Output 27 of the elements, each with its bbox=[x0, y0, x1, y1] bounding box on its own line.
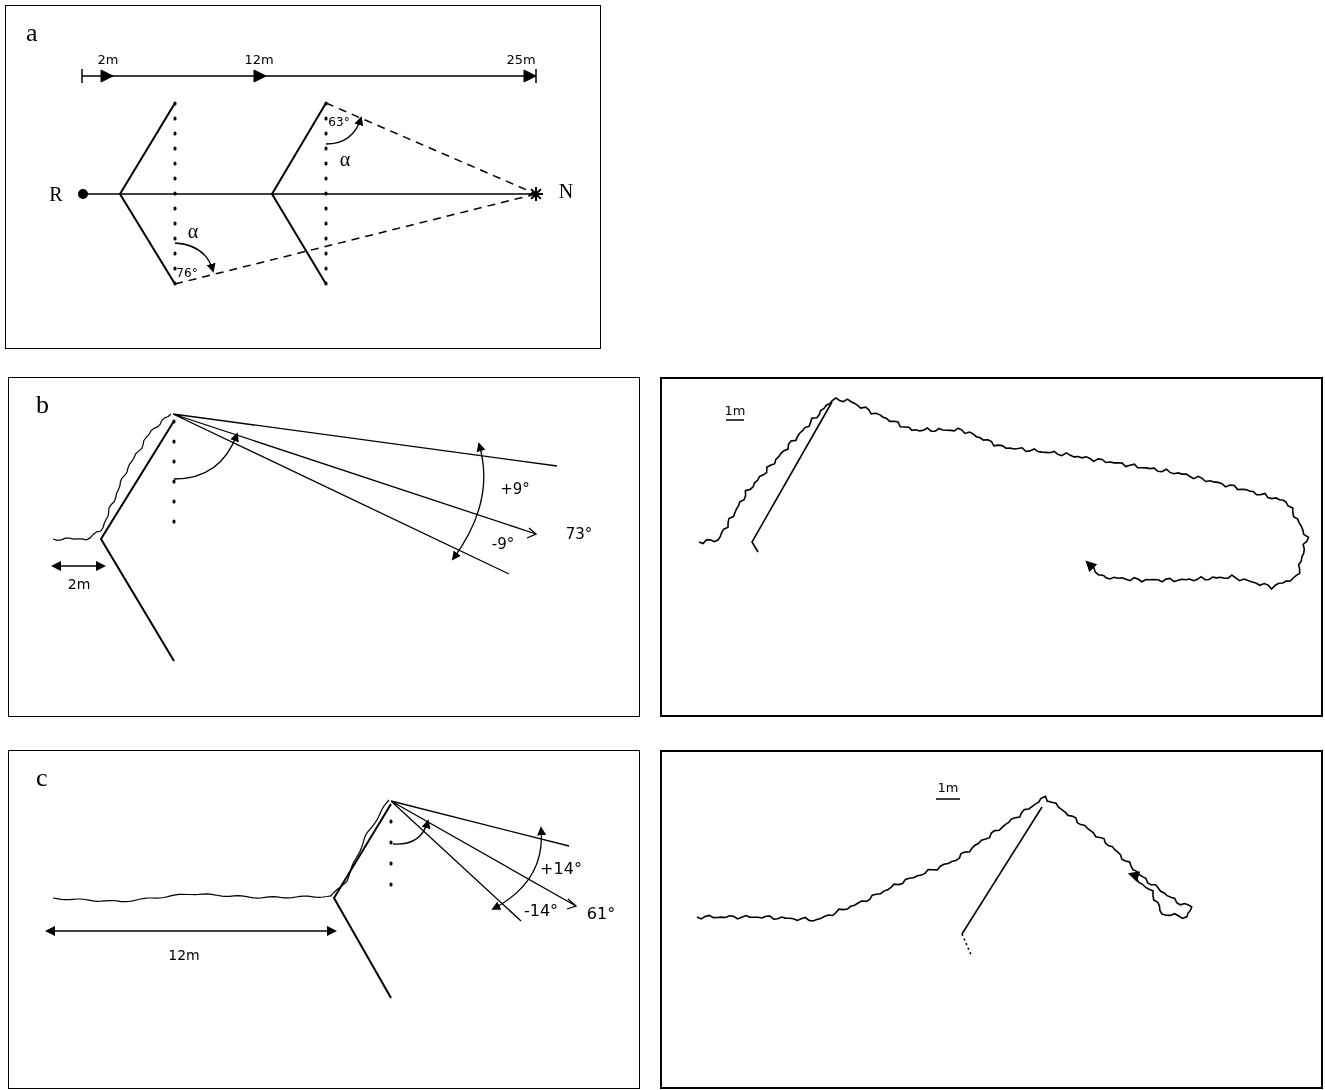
distance-label: 25m bbox=[506, 52, 536, 66]
distance-label: 2m bbox=[97, 52, 119, 66]
angle-symbol: α bbox=[187, 221, 199, 241]
distance-label: 2m bbox=[67, 577, 91, 591]
point-label: R bbox=[49, 184, 63, 204]
distance-label: 12m bbox=[168, 948, 200, 962]
figure-panel bbox=[8, 750, 640, 1089]
angle-label: 63° bbox=[328, 116, 350, 128]
figure-panel bbox=[660, 750, 1323, 1089]
angle-label: +9° bbox=[500, 481, 530, 497]
distance-label: 12m bbox=[244, 52, 274, 66]
figure-panel bbox=[8, 377, 640, 717]
angle-symbol: α bbox=[339, 149, 351, 169]
angle-label: -14° bbox=[523, 903, 559, 919]
angle-label: +14° bbox=[540, 861, 582, 877]
point-label: N bbox=[558, 181, 574, 201]
angle-label: 76° bbox=[176, 267, 198, 279]
panel-letter: b bbox=[36, 392, 49, 418]
panel-letter: c bbox=[36, 765, 48, 791]
angle-label: -9° bbox=[491, 536, 515, 552]
scale-label: 1m bbox=[937, 780, 959, 794]
figure-panel bbox=[660, 377, 1323, 717]
panel-letter: a bbox=[26, 20, 38, 46]
figure-panel bbox=[5, 5, 601, 349]
angle-label: 73° bbox=[565, 526, 593, 542]
scale-label: 1m bbox=[724, 403, 746, 417]
angle-label: 61° bbox=[586, 906, 616, 922]
